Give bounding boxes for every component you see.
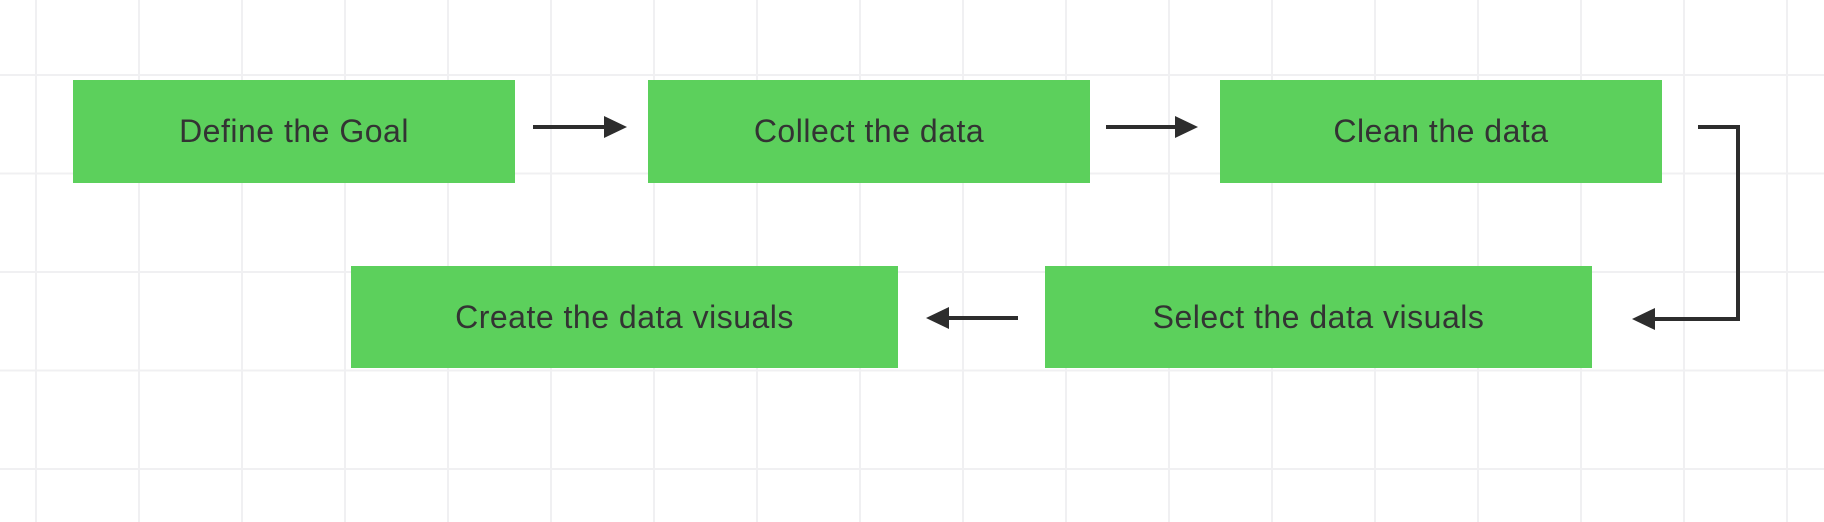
arrowhead-right-icon	[604, 116, 627, 138]
node-label: Clean the data	[1333, 113, 1549, 149]
node-label: Create the data visuals	[455, 298, 794, 335]
flow-node-collect-data[interactable]: Collect the data	[648, 80, 1090, 183]
arrowhead-right-icon	[1175, 116, 1198, 138]
arrow-select-to-create[interactable]	[926, 307, 1018, 329]
arrow-define-to-collect[interactable]	[533, 116, 627, 138]
node-label: Select the data visuals	[1152, 298, 1485, 335]
arrowhead-left-icon	[1632, 308, 1655, 330]
node-label: Define the Goal	[179, 113, 409, 149]
flow-node-select-visuals[interactable]: Select the data visuals	[1045, 266, 1592, 368]
flow-node-define-goal[interactable]: Define the Goal	[73, 80, 515, 183]
arrow-collect-to-clean[interactable]	[1106, 116, 1198, 138]
flow-node-clean-data[interactable]: Clean the data	[1220, 80, 1662, 183]
node-label: Collect the data	[753, 113, 985, 149]
arrowhead-left-icon	[926, 307, 949, 329]
arrow-clean-to-select[interactable]	[1632, 125, 1740, 330]
flow-node-create-visuals[interactable]: Create the data visuals	[351, 266, 898, 368]
